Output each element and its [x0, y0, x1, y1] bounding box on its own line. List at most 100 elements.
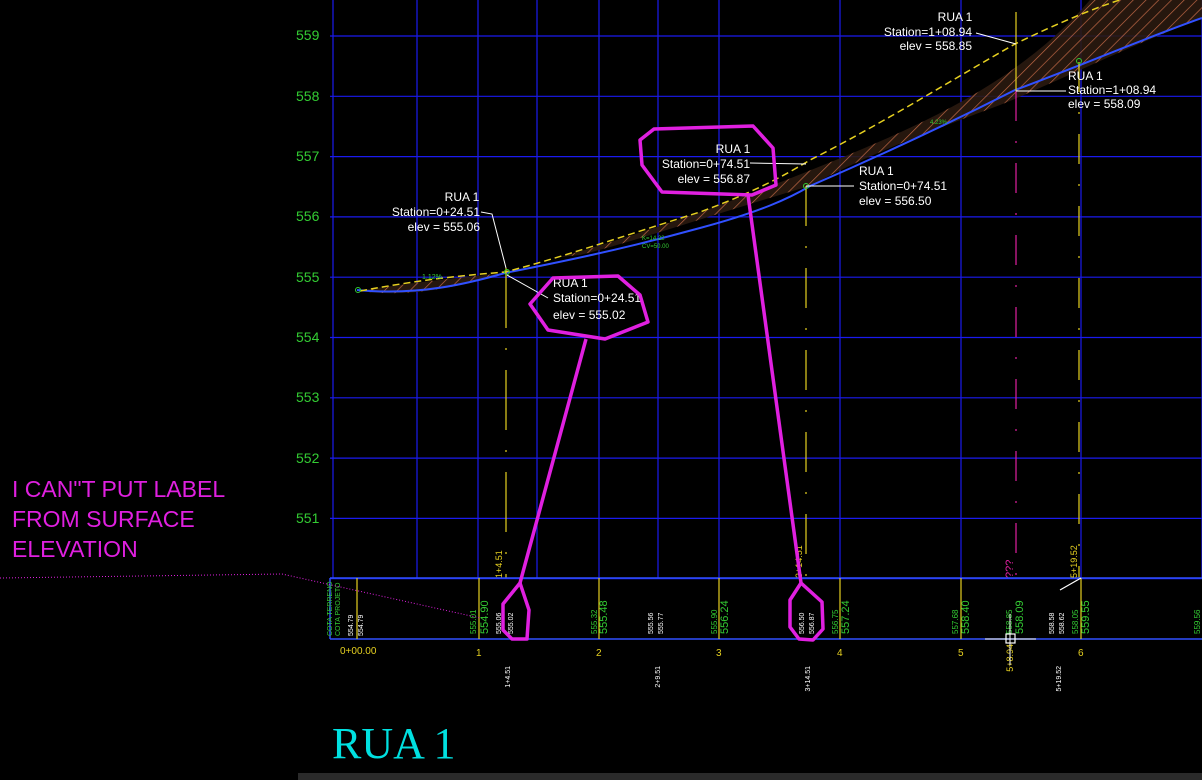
band-value: 555.06	[496, 612, 503, 634]
band-value: 555.90	[710, 609, 719, 634]
svg-text:RUA 1: RUA 1	[859, 164, 894, 178]
station-3: 3	[716, 648, 722, 659]
markup-annotations	[501, 124, 825, 642]
markup-bubble-1	[501, 581, 531, 641]
y-tick-558: 558	[296, 88, 320, 104]
station-1: 1	[476, 648, 482, 659]
y-tick-557: 557	[296, 148, 320, 164]
band-value: 554.79	[358, 614, 365, 636]
horizontal-scrollbar[interactable]	[298, 773, 1202, 780]
y-tick-552: 552	[296, 450, 320, 466]
svg-text:elev = 555.06: elev = 555.06	[408, 220, 481, 234]
svg-text:RUA 1: RUA 1	[1068, 69, 1103, 83]
annotation-note: I CAN"T PUT LABEL FROM SURFACE ELEVATION	[12, 474, 312, 564]
y-tick-555: 555	[296, 269, 320, 285]
label-1: RUA 1 Station=1+08.94 elev = 558.85	[884, 10, 973, 53]
station-6: 6	[1078, 648, 1084, 659]
cut-fill-hatch-main	[560, 0, 1202, 257]
svg-text:Station=0+24.51: Station=0+24.51	[392, 205, 480, 219]
grade-label: 4.23%	[930, 120, 948, 126]
band-value: 557.68	[951, 609, 960, 634]
y-tick-554: 554	[296, 329, 320, 345]
station-2: 2	[596, 648, 602, 659]
marker-station: 5+19.52	[1069, 545, 1079, 578]
band-title-terreno: COTA TERRENO	[327, 581, 334, 636]
svg-text:RUA 1: RUA 1	[938, 10, 973, 24]
band-value: 556.50	[799, 612, 806, 634]
svg-text:elev = 558.09: elev = 558.09	[1068, 97, 1141, 111]
y-tick-556: 556	[296, 208, 320, 224]
station-lines	[505, 12, 1080, 578]
band-value: 558.05	[1071, 609, 1080, 634]
curve-cv-label: CV=50.00	[642, 244, 670, 250]
markup-bubble-2	[788, 581, 825, 642]
y-tick-553: 553	[296, 389, 320, 405]
dotted-leader	[0, 573, 481, 619]
svg-text:Station=1+08.94: Station=1+08.94	[884, 25, 972, 39]
band-value: 555.77	[658, 612, 665, 634]
label-6: RUA 1 Station=0+24.51 elev = 555.02	[553, 276, 641, 322]
svg-text:Station=0+74.51: Station=0+74.51	[662, 157, 750, 171]
band-value: 555.02	[508, 612, 515, 634]
band-value: 556.87	[809, 612, 816, 634]
vertical-station: 5+19.52	[1056, 666, 1063, 692]
band-value: 555.01	[469, 609, 478, 634]
svg-text:elev = 558.85: elev = 558.85	[900, 39, 973, 53]
pvi-point	[504, 269, 510, 275]
svg-text:elev = 555.02: elev = 555.02	[553, 308, 626, 322]
svg-text:Station=1+08.94: Station=1+08.94	[1068, 83, 1156, 97]
vertical-station: 2+9.51	[655, 666, 662, 688]
band-value: 557.24	[840, 600, 852, 634]
band-value: 554.79	[348, 614, 355, 636]
y-tick-559: 559	[296, 27, 320, 43]
markup-leader-2	[746, 194, 803, 584]
profile-title: RUA 1	[332, 719, 456, 768]
band-value: 558.40	[960, 600, 972, 634]
band-value: 556.75	[831, 609, 840, 634]
marker-station: 1+4.51	[494, 550, 504, 578]
station-label-group	[480, 32, 1066, 299]
band-value: 558.58	[1049, 612, 1056, 634]
design-profile-line	[356, 17, 1202, 293]
station-5: 5	[958, 648, 964, 659]
band-value: 558.62	[1059, 612, 1066, 634]
station-start: 0+00.00	[340, 646, 377, 657]
curve-k-label: K=14.22	[642, 236, 665, 242]
band-value: 554.90	[479, 600, 491, 634]
grade-label: 1.12%	[422, 274, 442, 281]
note-line: ELEVATION	[12, 536, 138, 562]
svg-text:Station=0+74.51: Station=0+74.51	[859, 179, 947, 193]
label-5: RUA 1 Station=0+24.51 elev = 555.06	[392, 190, 480, 234]
svg-text:RUA 1: RUA 1	[445, 190, 480, 204]
band-value: 558.09	[1014, 600, 1026, 634]
vertical-station: 3+14.51	[805, 666, 812, 692]
note-line: FROM SURFACE	[12, 506, 195, 532]
y-tick-551: 551	[296, 510, 320, 526]
note-line: I CAN"T PUT LABEL	[12, 476, 226, 502]
band-value: 555.32	[590, 609, 599, 634]
elevation-axis: 559 558 557 556 555 554 553 552 551	[296, 27, 320, 526]
band-value: 556.24	[719, 600, 731, 634]
label-2: RUA 1 Station=1+08.94 elev = 558.09	[1068, 69, 1156, 111]
band-title-projeto: COTA PROJETO	[335, 582, 342, 636]
station-4: 4	[837, 648, 843, 659]
svg-text:elev = 556.87: elev = 556.87	[678, 172, 751, 186]
selection-grip[interactable]	[985, 614, 1036, 665]
band-value: 559.55	[1080, 600, 1092, 634]
svg-text:Station=0+24.51: Station=0+24.51	[553, 291, 641, 305]
band-value: 555.48	[598, 600, 610, 634]
pvi-start-point	[355, 287, 361, 293]
markup-balloon-2	[638, 124, 778, 197]
label-3: RUA 1 Station=0+74.51 elev = 556.87	[662, 142, 751, 186]
label-4: RUA 1 Station=0+74.51 elev = 556.50	[859, 164, 947, 208]
svg-text:RUA 1: RUA 1	[716, 142, 751, 156]
svg-text:elev = 556.50: elev = 556.50	[859, 194, 932, 208]
markup-balloon-1	[528, 274, 650, 341]
data-band: COTA TERRENO COTA PROJETO 554.79 554.79 …	[327, 545, 1202, 692]
svg-text:RUA 1: RUA 1	[553, 276, 588, 290]
band-value: 559.56	[1193, 609, 1202, 634]
cut-fill-hatch	[360, 273, 505, 294]
question-marks: ???	[1004, 560, 1016, 578]
pvi-point	[1076, 58, 1082, 64]
